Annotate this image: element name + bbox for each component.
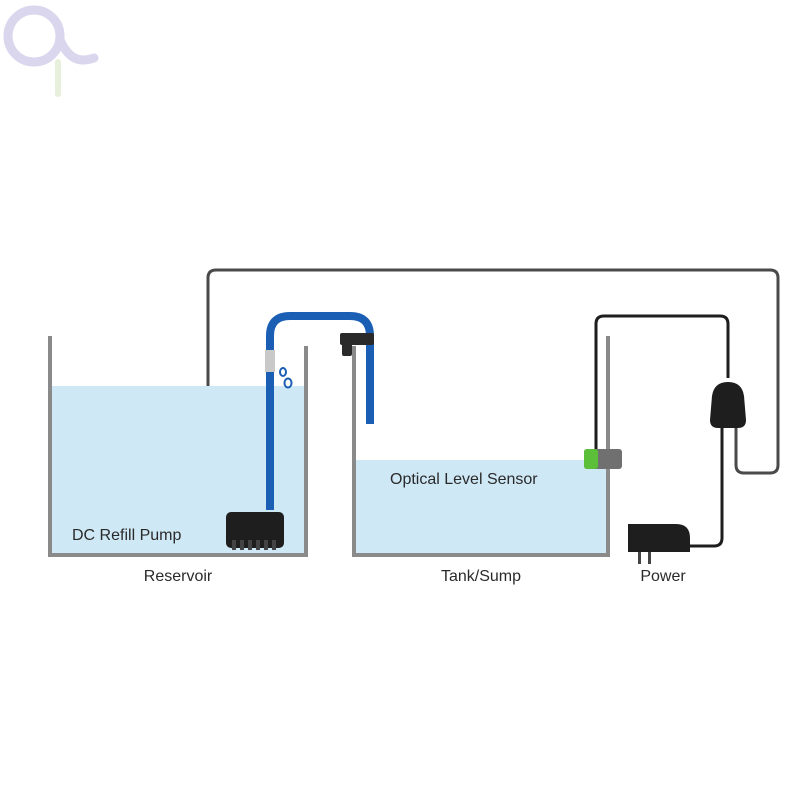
reservoir-label: Reservoir xyxy=(144,568,213,585)
sensor-label: Optical Level Sensor xyxy=(390,471,538,488)
hose-clip-icon xyxy=(340,333,374,356)
sensor-cable xyxy=(594,314,730,455)
tank-water xyxy=(356,460,608,554)
optical-sensor-icon xyxy=(584,449,622,469)
power-label: Power xyxy=(640,568,686,585)
pump-label: DC Refill Pump xyxy=(72,527,181,544)
power-cable xyxy=(690,428,724,548)
refill-hose xyxy=(266,312,374,510)
power-adapter-icon xyxy=(628,524,690,564)
pump-icon xyxy=(226,512,284,550)
logo-icon xyxy=(3,5,99,97)
reservoir-tank xyxy=(48,336,308,557)
tank-sump xyxy=(352,336,610,557)
water-drops-icon xyxy=(279,367,293,389)
tank-label: Tank/Sump xyxy=(441,568,521,585)
controller-icon xyxy=(710,382,746,428)
